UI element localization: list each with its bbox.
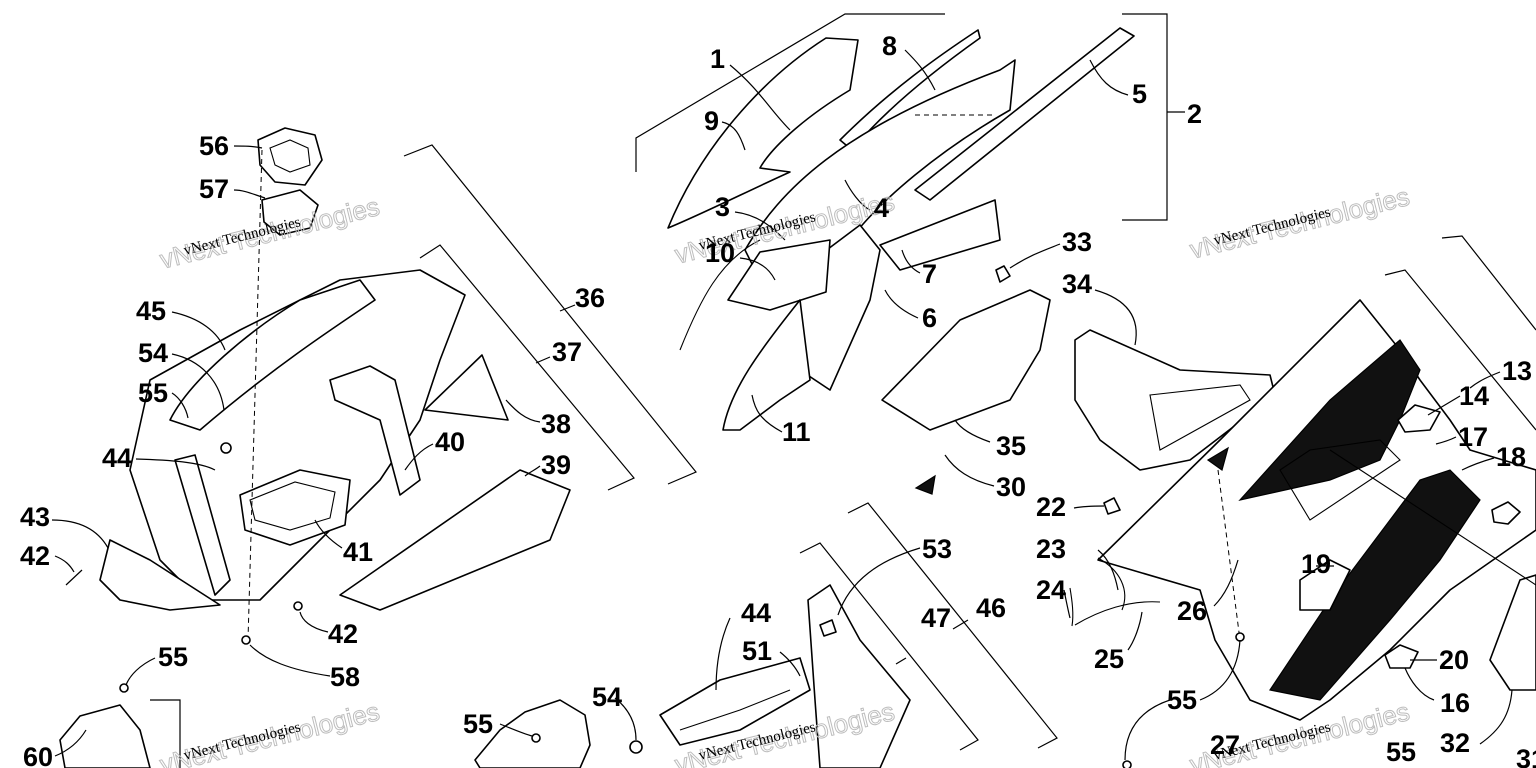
- callout-number: 44: [102, 443, 132, 473]
- console-group: [51, 127, 697, 677]
- windshield-group: [635, 13, 1185, 433]
- callout-number: 57: [199, 174, 229, 204]
- callout-number: 37: [552, 337, 582, 367]
- callout-number: 2: [1187, 99, 1202, 129]
- lower-panel-group: [54, 502, 1058, 768]
- callout-number: 38: [541, 409, 571, 439]
- graphic-panel-group: [1063, 235, 1536, 768]
- callout-number: 25: [1094, 644, 1124, 674]
- callout-number: 51: [742, 636, 772, 666]
- callout-number: 55: [1167, 685, 1197, 715]
- callout-number: 30: [996, 472, 1026, 502]
- callout-number: 56: [199, 131, 229, 161]
- side-panel-group: [881, 243, 1276, 495]
- callout-number: 31: [1516, 744, 1536, 768]
- callout-number: 55: [158, 642, 188, 672]
- callout-number: 5: [1132, 79, 1147, 109]
- callout-number: 14: [1459, 381, 1489, 411]
- callout-number: 3: [715, 192, 730, 222]
- callout-number: 26: [1177, 596, 1207, 626]
- callout-number: 4: [874, 193, 889, 223]
- callout-number: 7: [922, 259, 937, 289]
- callout-number: 18: [1496, 442, 1526, 472]
- callout-number: 23: [1036, 534, 1066, 564]
- callout-number: 43: [20, 502, 50, 532]
- callout-number: 27: [1210, 730, 1240, 760]
- callout-number: 55: [138, 378, 168, 408]
- callout-number: 39: [541, 450, 571, 480]
- callout-number: 42: [328, 619, 358, 649]
- callout-number: 53: [922, 534, 952, 564]
- callout-number: 60: [23, 742, 53, 768]
- callout-number: 19: [1301, 549, 1331, 579]
- callout-number: 34: [1062, 269, 1092, 299]
- callout-number: 33: [1062, 227, 1092, 257]
- callout-number: 24: [1036, 575, 1066, 605]
- callout-number: 35: [996, 431, 1026, 461]
- callout-number: 13: [1502, 356, 1532, 386]
- callout-number: 46: [976, 593, 1006, 623]
- callout-number: 9: [704, 106, 719, 136]
- callout-layer: 1 2 3 4 5 6 7 8 9 10 11 13 14 16 17 18 1…: [20, 31, 1536, 768]
- callout-number: 44: [741, 598, 771, 628]
- callout-number: 22: [1036, 492, 1066, 522]
- callout-number: 41: [343, 537, 373, 567]
- callout-number: 40: [435, 427, 465, 457]
- callout-number: 16: [1440, 688, 1470, 718]
- callout-number: 54: [138, 338, 168, 368]
- callout-number: 55: [1386, 737, 1416, 767]
- callout-number: 58: [330, 662, 360, 692]
- callout-number: 55: [463, 709, 493, 739]
- callout-number: 11: [782, 417, 811, 447]
- callout-number: 45: [136, 296, 166, 326]
- callout-number: 54: [592, 682, 622, 712]
- callout-number: 32: [1440, 728, 1470, 758]
- callout-number: 1: [710, 44, 725, 74]
- callout-number: 10: [705, 238, 735, 268]
- callout-number: 17: [1458, 422, 1488, 452]
- callout-number: 20: [1439, 645, 1469, 675]
- callout-number: 42: [20, 541, 50, 571]
- callout-number: 36: [575, 283, 605, 313]
- callout-number: 47: [921, 603, 951, 633]
- callout-number: 8: [882, 31, 897, 61]
- callout-number: 6: [922, 303, 937, 333]
